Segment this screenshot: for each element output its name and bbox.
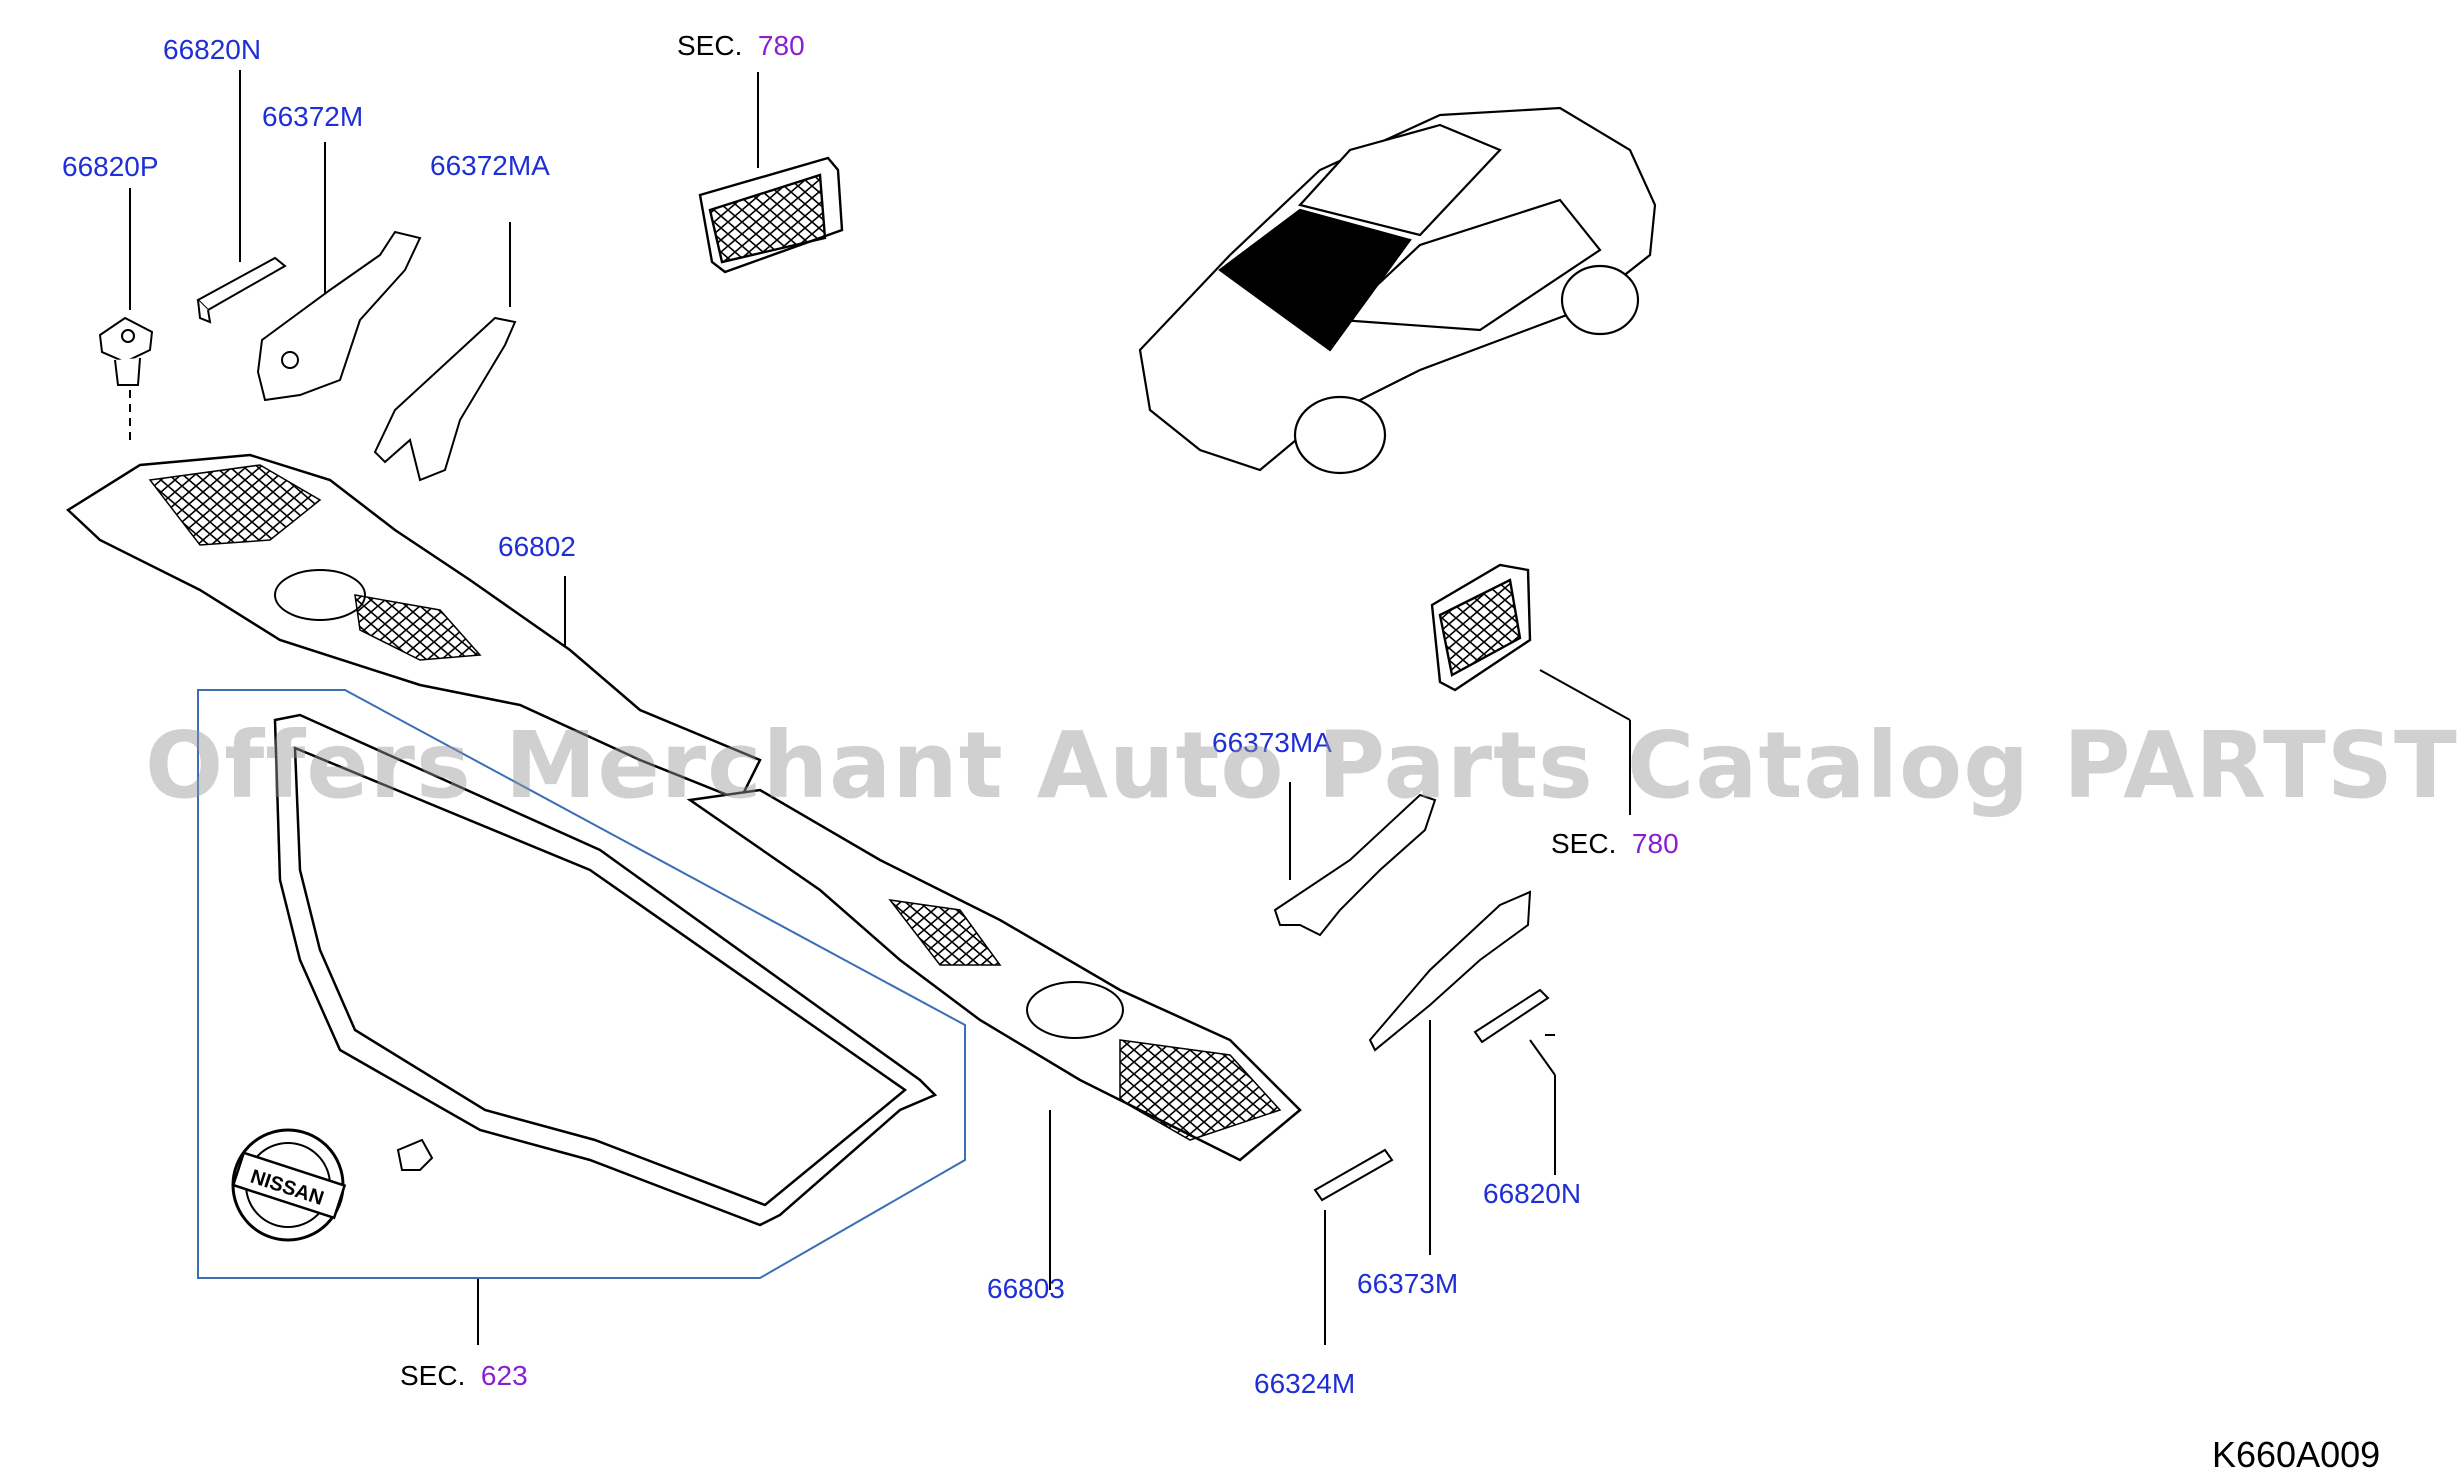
- section-ref-top[interactable]: SEC. 780: [677, 32, 805, 60]
- section-number: 780: [757, 30, 805, 61]
- part-66372M-bracket: [256, 230, 422, 402]
- label-66373MA: 66373MA: [1212, 727, 1332, 758]
- grille-frame: [273, 713, 938, 1227]
- part-66802-cowl-upper: [65, 453, 762, 802]
- label-66373M: 66373M: [1357, 1268, 1459, 1299]
- section-word: SEC.: [677, 30, 743, 61]
- label-66802: 66802: [498, 531, 576, 562]
- label-66820P: 66820P: [62, 151, 159, 182]
- grille-group-outline: [197, 689, 966, 1279]
- section-word: SEC.: [400, 1360, 466, 1391]
- label-66372M: 66372M: [262, 101, 364, 132]
- section-word: SEC.: [1551, 828, 1617, 859]
- vent-sec780-right: [1430, 563, 1532, 692]
- nissan-emblem: NISSAN: [231, 1128, 347, 1242]
- reference-car: [1138, 106, 1657, 475]
- label-66820N-bottom: 66820N: [1483, 1178, 1582, 1209]
- part-66820P-clip: [98, 316, 154, 386]
- diagram-code: K660A009: [2212, 1434, 2381, 1475]
- watermark: Offers Merchant Auto Parts Catalog PARTS…: [145, 712, 2457, 819]
- part-66373M-bracket: [1368, 890, 1532, 1052]
- part-66324M-strip: [1313, 1148, 1394, 1202]
- label-66820N-top: 66820N: [163, 34, 262, 65]
- part-66373MA-bracket: [1273, 793, 1437, 937]
- part-66803-cowl-lower: [686, 788, 1302, 1162]
- part-66820N-strip-bottom: [1473, 988, 1550, 1044]
- label-66324M: 66324M: [1254, 1368, 1356, 1399]
- section-number: 780: [1631, 828, 1679, 859]
- section-number: 623: [480, 1360, 528, 1391]
- part-66820N-strip-top: [196, 256, 287, 324]
- leader-lines: [129, 70, 1631, 1345]
- section-ref-right[interactable]: SEC. 780: [1551, 830, 1679, 858]
- emblem-clip: [396, 1138, 434, 1171]
- vent-sec780-top: [698, 156, 844, 274]
- part-66372MA-bracket: [373, 316, 517, 482]
- label-66803: 66803: [987, 1273, 1065, 1304]
- section-ref-bottom[interactable]: SEC. 623: [400, 1362, 528, 1390]
- label-66372MA: 66372MA: [430, 150, 550, 181]
